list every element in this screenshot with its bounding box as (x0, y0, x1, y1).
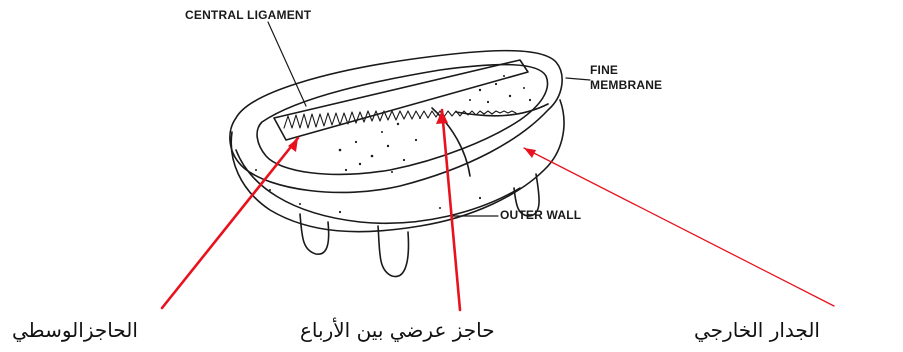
shell-inner-rim (257, 65, 547, 175)
label-fine-membrane-line1: FINE (590, 64, 618, 77)
arrowhead-outer-wall (524, 148, 536, 158)
label-fine-membrane-line2: MEMBRANE (590, 79, 662, 92)
arrowhead-transverse-septum (436, 110, 448, 124)
leader-central-ligament (268, 22, 306, 106)
transverse-septum (432, 108, 470, 176)
fine-membrane-edge (456, 104, 548, 116)
shell-rim (230, 51, 562, 193)
arrow-outer-wall (524, 148, 834, 306)
leg-left (300, 214, 329, 254)
label-central-ligament: CENTRAL LIGAMENT (185, 9, 311, 22)
arabic-label-median-septum: الحاجزالوسطي (12, 318, 138, 342)
arabic-label-transverse-septum: حاجز عرضي بين الأرباع (300, 318, 495, 342)
central-ligament-texture (284, 111, 516, 128)
arabic-label-outer-wall: الجدار الخارجي (694, 318, 820, 342)
arrow-median-septum (162, 138, 298, 308)
leader-fine-membrane (566, 78, 590, 80)
leg-center (378, 226, 408, 277)
label-outer-wall: OUTER WALL (500, 209, 581, 222)
